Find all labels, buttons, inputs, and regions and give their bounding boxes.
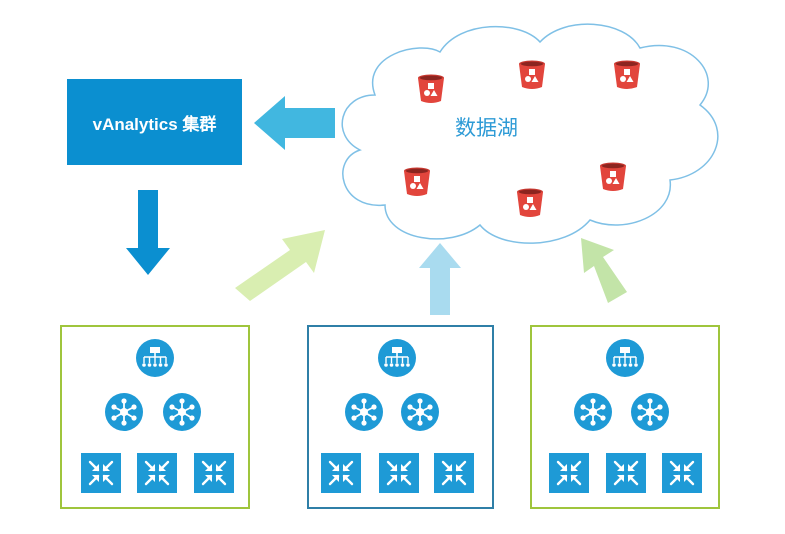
network-site-1 bbox=[60, 325, 250, 509]
network-site-2 bbox=[307, 325, 494, 509]
network-site-3 bbox=[530, 325, 720, 509]
arrow-site3-to-lake bbox=[581, 238, 627, 303]
data-lake-label: 数据湖 bbox=[455, 117, 518, 140]
arrow-site2-to-lake bbox=[419, 243, 461, 315]
arrow-site1-to-lake bbox=[235, 230, 325, 301]
vanalytics-cluster-box: vAnalytics 集群 bbox=[67, 79, 242, 165]
arrow-lake-to-cluster bbox=[254, 96, 335, 150]
arrow-cluster-down bbox=[126, 190, 170, 275]
vanalytics-cluster-label: vAnalytics 集群 bbox=[92, 114, 217, 134]
